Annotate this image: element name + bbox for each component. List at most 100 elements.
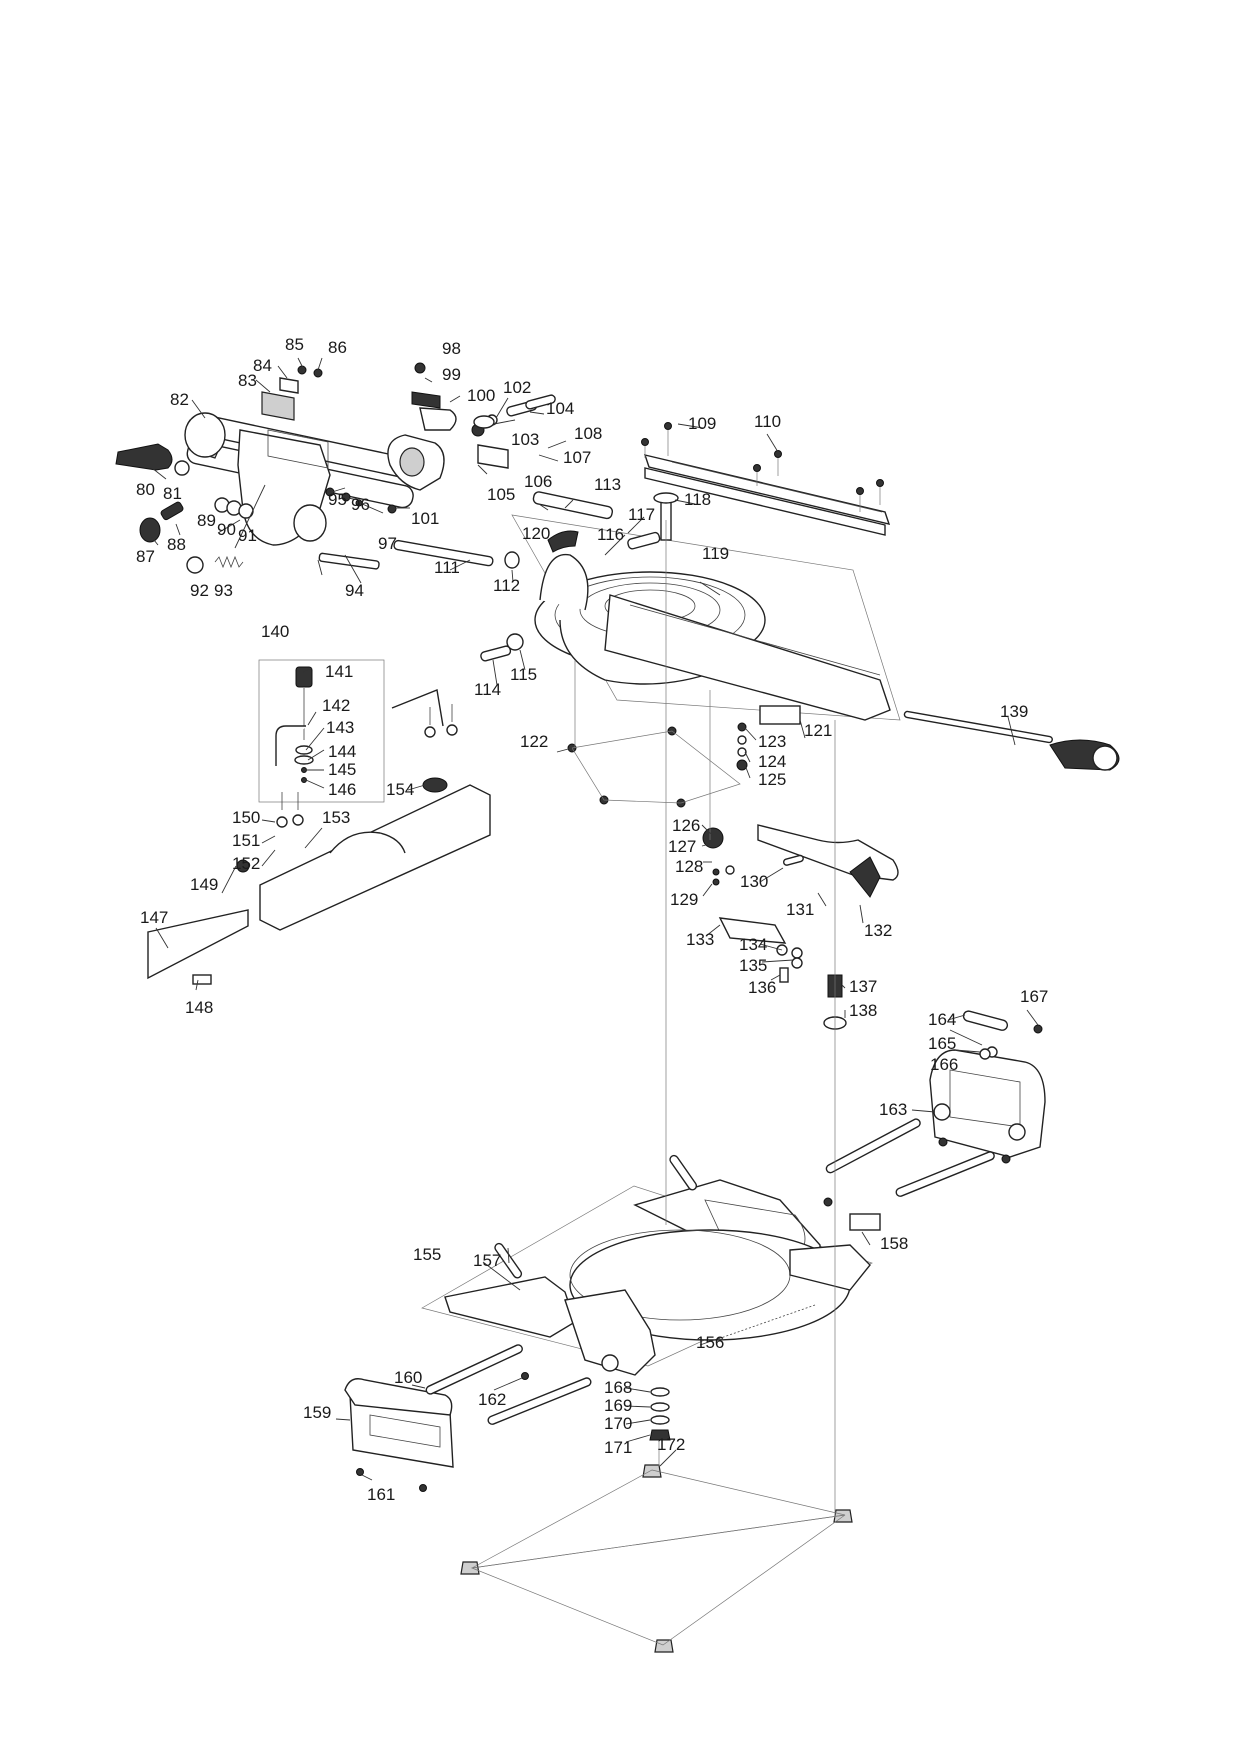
part-label-90: 90 — [217, 520, 236, 539]
part-label-156: 156 — [696, 1333, 724, 1352]
part-label-105: 105 — [487, 485, 515, 504]
leader-lines — [149, 357, 1039, 1481]
part-label-109: 109 — [688, 414, 716, 433]
fence-right-assembly — [825, 1010, 1046, 1197]
part-label-93: 93 — [214, 581, 233, 600]
part-label-152: 152 — [232, 854, 260, 873]
part-label-147: 147 — [140, 908, 168, 927]
part-label-120: 120 — [522, 524, 550, 543]
part-label-110: 110 — [754, 412, 781, 431]
part-label-114: 114 — [474, 680, 501, 699]
feet-assembly — [460, 1387, 853, 1653]
part-label-138: 138 — [849, 1001, 877, 1020]
part-label-150: 150 — [232, 808, 260, 827]
part-label-101: 101 — [411, 509, 439, 528]
part-label-113: 113 — [594, 475, 621, 494]
part-label-158: 158 — [880, 1234, 908, 1253]
part-label-95: 95 — [328, 490, 347, 509]
assembly-lead-lines — [574, 520, 836, 1518]
part-label-106: 106 — [524, 472, 552, 491]
part-label-143: 143 — [326, 718, 354, 737]
part-label-131: 131 — [786, 900, 814, 919]
left-support-assembly — [344, 1344, 592, 1492]
part-label-102: 102 — [503, 378, 531, 397]
part-label-92: 92 — [190, 581, 209, 600]
part-label-82: 82 — [170, 390, 189, 409]
part-label-123: 123 — [758, 732, 786, 751]
fence-left-assembly — [147, 704, 491, 985]
part-label-136: 136 — [748, 978, 776, 997]
part-label-129: 129 — [670, 890, 698, 909]
part-label-87: 87 — [136, 547, 155, 566]
part-label-149: 149 — [190, 875, 218, 894]
part-label-84: 84 — [253, 356, 272, 375]
part-label-164: 164 — [928, 1010, 956, 1029]
part-label-111: 111 — [434, 558, 460, 577]
part-label-128: 128 — [675, 857, 703, 876]
part-label-162: 162 — [478, 1390, 506, 1409]
part-label-127: 127 — [668, 837, 696, 856]
part-label-145: 145 — [328, 760, 356, 779]
part-label-85: 85 — [285, 335, 304, 354]
part-label-125: 125 — [758, 770, 786, 789]
part-label-154: 154 — [386, 780, 414, 799]
part-label-130: 130 — [740, 872, 768, 891]
part-label-134: 134 — [739, 935, 767, 954]
part-label-104: 104 — [546, 399, 574, 418]
part-label-100: 100 — [467, 386, 495, 405]
part-label-168: 168 — [604, 1378, 632, 1397]
slide-arm-assembly — [115, 362, 556, 574]
part-label-172: 172 — [657, 1435, 685, 1454]
part-label-139: 139 — [1000, 702, 1028, 721]
part-label-132: 132 — [864, 921, 892, 940]
part-label-107: 107 — [563, 448, 591, 467]
part-label-144: 144 — [328, 742, 356, 761]
part-label-103: 103 — [511, 430, 539, 449]
part-label-81: 81 — [163, 484, 182, 503]
part-label-155: 155 — [413, 1245, 441, 1264]
part-label-170: 170 — [604, 1414, 632, 1433]
part-label-80: 80 — [136, 480, 155, 499]
part-label-153: 153 — [322, 808, 350, 827]
part-label-98: 98 — [442, 339, 461, 358]
part-label-159: 159 — [303, 1403, 331, 1422]
part-label-124: 124 — [758, 752, 786, 771]
part-label-151: 151 — [232, 831, 260, 850]
part-label-99: 99 — [442, 365, 461, 384]
part-label-119: 119 — [702, 544, 729, 563]
part-label-88: 88 — [167, 535, 186, 554]
part-labels: 80 81 82 83 84 85 86 87 88 89 90 91 92 9… — [136, 335, 1048, 1504]
part-label-96: 96 — [351, 495, 370, 514]
part-label-94: 94 — [345, 581, 364, 600]
part-label-116: 116 — [597, 525, 624, 544]
part-label-91: 91 — [238, 526, 257, 545]
base-assembly — [421, 1154, 881, 1376]
guide-rail-assembly — [641, 422, 891, 536]
part-label-112: 112 — [493, 576, 520, 595]
part-label-142: 142 — [322, 696, 350, 715]
part-label-163: 163 — [879, 1100, 907, 1119]
lock-handle-assembly — [702, 824, 899, 1030]
part-label-108: 108 — [574, 424, 602, 443]
part-label-117: 117 — [628, 505, 655, 524]
part-label-161: 161 — [367, 1485, 395, 1504]
part-label-133: 133 — [686, 930, 714, 949]
part-label-86: 86 — [328, 338, 347, 357]
part-label-141: 141 — [325, 662, 353, 681]
part-label-165: 165 — [928, 1034, 956, 1053]
part-label-121: 121 — [804, 721, 832, 740]
part-label-137: 137 — [849, 977, 877, 996]
part-label-148: 148 — [185, 998, 213, 1017]
part-label-97: 97 — [378, 534, 397, 553]
part-label-140: 140 — [261, 622, 289, 641]
part-label-135: 135 — [739, 956, 767, 975]
part-label-122: 122 — [520, 732, 548, 751]
part-label-126: 126 — [672, 816, 700, 835]
part-label-146: 146 — [328, 780, 356, 799]
part-label-118: 118 — [684, 490, 711, 509]
part-label-160: 160 — [394, 1368, 422, 1387]
turntable-assembly — [480, 491, 1120, 808]
part-label-167: 167 — [1020, 987, 1048, 1006]
part-label-115: 115 — [510, 665, 537, 684]
